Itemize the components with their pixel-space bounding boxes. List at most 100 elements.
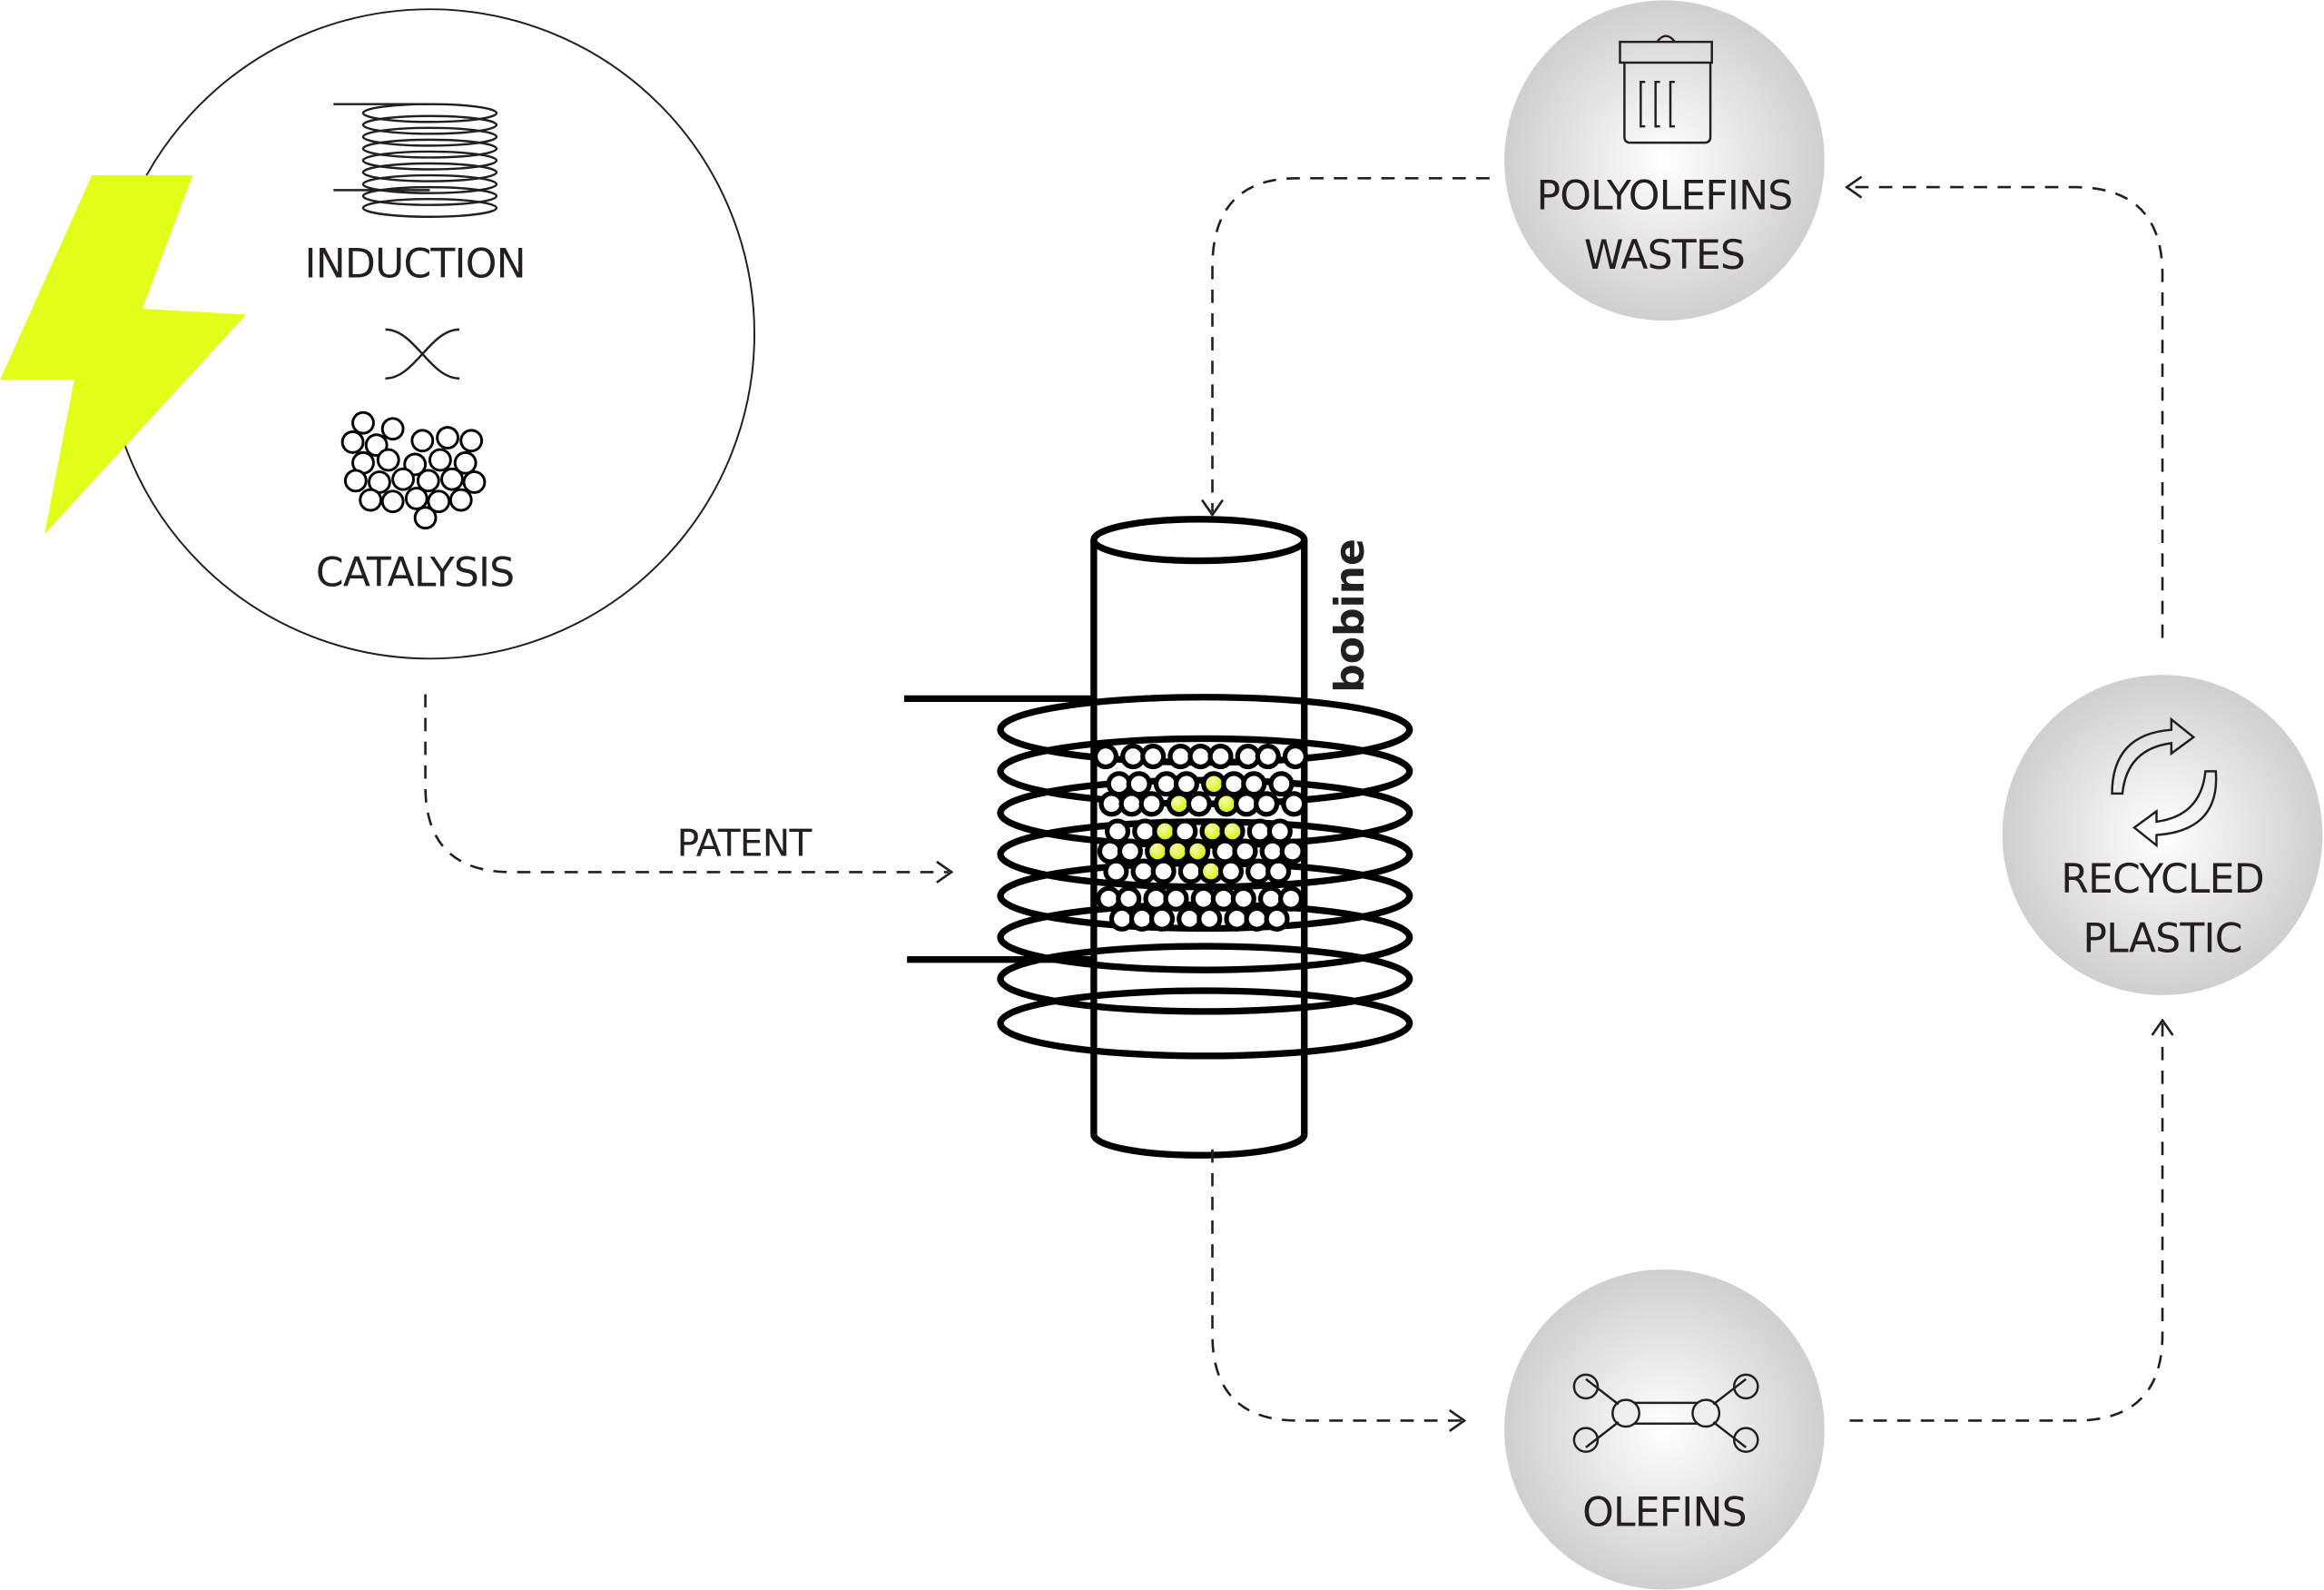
induction-label: INDUCTION xyxy=(305,242,526,288)
particle xyxy=(364,433,389,458)
node-label-line1: POLYOLEFINS xyxy=(1537,173,1793,220)
catalyst-particle xyxy=(1128,905,1155,932)
particle xyxy=(428,448,452,472)
particle xyxy=(462,470,487,494)
particle xyxy=(343,469,368,493)
catalyst-particle xyxy=(1092,744,1118,770)
particle xyxy=(413,506,438,530)
catalyst-particle xyxy=(1150,858,1177,884)
active-catalyst-particle xyxy=(1199,818,1226,844)
catalyst-particle xyxy=(1173,771,1199,797)
catalyst-particle xyxy=(1268,771,1295,797)
particle xyxy=(380,417,405,441)
particle xyxy=(436,426,459,449)
particle xyxy=(376,448,400,472)
node-label-line2: WASTES xyxy=(1584,232,1745,279)
coil-ring xyxy=(997,943,1413,1015)
catalyst-bed xyxy=(1092,744,1308,932)
catalyst-particle xyxy=(1140,744,1167,770)
catalyst-particle xyxy=(1177,858,1204,884)
cross-icon xyxy=(385,328,460,380)
arrow-head xyxy=(936,860,954,884)
particle xyxy=(391,467,415,491)
catalyst-particle xyxy=(1217,858,1244,884)
catalyst-particle xyxy=(1104,818,1131,844)
active-catalyst-particle xyxy=(1165,838,1191,864)
catalyst-particle xyxy=(1190,885,1216,912)
particle xyxy=(359,488,383,512)
particle xyxy=(453,450,478,475)
waste-to-reactor-connector xyxy=(1211,177,1490,512)
catalysis-label: CATALYSIS xyxy=(316,549,514,596)
catalyst-particle xyxy=(1255,744,1281,770)
catalyst-particle xyxy=(1234,791,1260,817)
catalyst-particle xyxy=(1172,818,1198,844)
catalyst-particle xyxy=(1126,771,1152,797)
reactor xyxy=(903,516,1413,1159)
node-recycled-plastic: RECYCLED PLASTIC xyxy=(2002,675,2323,995)
arrow-head xyxy=(1448,1408,1467,1432)
catalyst-particle xyxy=(1163,885,1189,912)
particle xyxy=(427,489,451,514)
node-polyolefins-wastes: POLYOLEFINS WASTES xyxy=(1504,0,1825,321)
particle xyxy=(440,467,464,491)
particle xyxy=(351,410,375,435)
node-olefins: OLEFINS xyxy=(1504,1269,1825,1590)
reactor-to-olefins-connector xyxy=(1211,1149,1462,1422)
particle xyxy=(448,488,473,512)
active-catalyst-particle xyxy=(1201,771,1227,797)
catalyst-particle xyxy=(1254,791,1280,817)
node-label-line1: OLEFINS xyxy=(1582,1489,1747,1536)
active-catalyst-particle xyxy=(1213,791,1240,817)
catalyst-particle xyxy=(1117,838,1143,864)
coil-ring xyxy=(997,987,1413,1060)
patent-connector xyxy=(424,694,949,874)
particle xyxy=(459,429,484,453)
catalyst-particle xyxy=(1265,858,1292,884)
catalyst-particle xyxy=(1116,885,1142,912)
particle xyxy=(340,430,365,454)
catalyst-particle xyxy=(1230,885,1256,912)
catalyst-particle xyxy=(1264,905,1290,932)
particle xyxy=(404,487,428,510)
catalyst-particle xyxy=(1281,791,1307,817)
bobine-label: bobine xyxy=(1327,538,1374,693)
patent-label: PATENT xyxy=(677,821,813,864)
catalyst-particle xyxy=(1279,838,1305,864)
recycle-arrows-icon xyxy=(2111,716,2218,848)
catalyst-particle xyxy=(1235,744,1261,770)
active-catalyst-particle xyxy=(1185,838,1211,864)
active-catalyst-particle xyxy=(1152,818,1178,844)
catalyst-particle xyxy=(1153,771,1179,797)
catalyst-particle xyxy=(1212,838,1238,864)
catalyst-particle xyxy=(1196,905,1223,932)
catalyst-particle xyxy=(1278,885,1305,912)
arrow-head xyxy=(1845,175,1863,199)
recycled-to-waste-connector xyxy=(1849,185,2164,638)
particle xyxy=(380,489,405,514)
active-catalyst-particle xyxy=(1219,818,1246,844)
olefin-molecule-icon xyxy=(1572,1373,1759,1453)
catalyst-particle xyxy=(1186,791,1212,817)
catalyst-particle xyxy=(1108,905,1135,932)
catalyst-particle xyxy=(1130,858,1157,884)
catalyst-particle xyxy=(1266,818,1293,844)
catalyst-particle xyxy=(1241,771,1267,797)
catalyst-particles-icon xyxy=(340,410,487,530)
node-label-line1: RECYCLED xyxy=(2061,856,2264,903)
coil-icon xyxy=(333,103,498,218)
catalyst-particle xyxy=(1143,885,1169,912)
catalyst-particle xyxy=(1120,744,1147,770)
catalyst-particle xyxy=(1232,838,1258,864)
arrow-head xyxy=(1201,499,1225,518)
particle xyxy=(416,469,440,493)
catalyst-particle xyxy=(1282,744,1308,770)
catalyst-particle xyxy=(1138,791,1165,817)
catalyst-particle xyxy=(1103,858,1129,884)
trash-bin-icon xyxy=(1619,35,1713,144)
olefins-to-recycled-connector xyxy=(1849,1022,2164,1422)
catalyst-particle xyxy=(1148,905,1176,932)
particle xyxy=(403,452,428,477)
particle xyxy=(410,429,435,453)
catalyst-particle xyxy=(1246,858,1272,884)
